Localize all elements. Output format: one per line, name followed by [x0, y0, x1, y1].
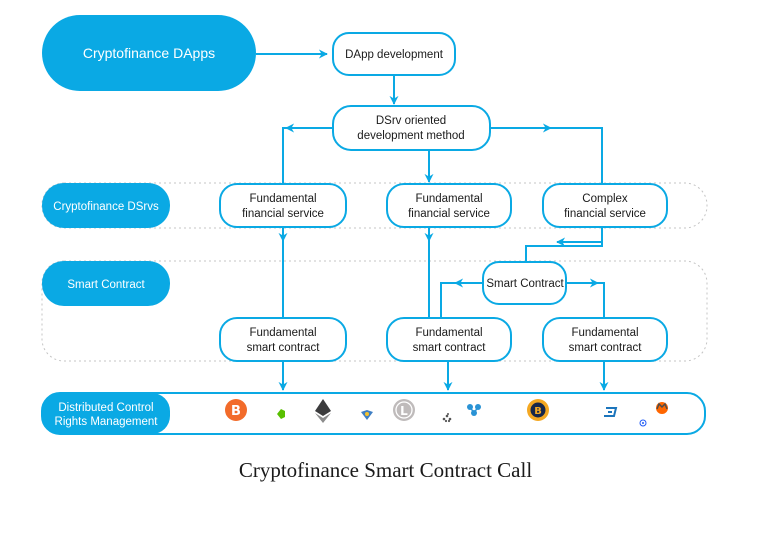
node-fundamental-sc-2-line1: Fundamental	[415, 327, 482, 339]
bitcoin-gold-icon: B	[527, 399, 549, 421]
node-fundamental-sc-1-line2: smart contract	[247, 342, 321, 354]
line-complex-to-smart-contract	[525, 227, 603, 262]
svg-text:B: B	[534, 406, 542, 417]
node-smart-contract: Smart Contract	[482, 261, 567, 305]
node-fundamental-fs-2-line1: Fundamental	[415, 193, 482, 205]
node-fundamental-sc-3-line2: smart contract	[569, 342, 643, 354]
bitcoin-icon: B	[225, 399, 247, 421]
ripple-icon	[467, 404, 481, 416]
litecoin-icon: L	[393, 399, 415, 421]
node-fundamental-fs-1: Fundamental financial service	[219, 183, 347, 228]
lane-label-dcrm-line1: Distributed Control	[58, 402, 153, 414]
svg-text:B: B	[231, 404, 241, 419]
line-method-to-complex	[490, 127, 603, 184]
iota-icon	[442, 413, 452, 423]
node-fundamental-sc-1: Fundamental smart contract	[219, 317, 347, 362]
svg-text:L: L	[400, 404, 408, 418]
waves-icon	[639, 419, 647, 427]
node-dapp-development: DApp development	[332, 32, 456, 76]
line-smart-contract-to-sc3	[566, 282, 605, 318]
lane-label-dcrm: Distributed Control Rights Management	[42, 393, 170, 434]
lane-label-smart-contract: Smart Contract	[42, 261, 170, 306]
node-complex-fs-line1: Complex	[582, 193, 628, 205]
neo-icon	[277, 409, 285, 419]
line-method-to-fs1	[282, 127, 333, 184]
node-dsrv-method-line1: DSrv oriented	[376, 115, 446, 127]
lane-smart-contract-region	[41, 260, 708, 362]
node-fundamental-sc-1-line1: Fundamental	[249, 327, 316, 339]
node-cryptofinance-dapps: Cryptofinance DApps	[42, 15, 256, 91]
node-dsrv-method: DSrv oriented development method	[332, 105, 491, 151]
node-fundamental-fs-1-line2: financial service	[242, 208, 324, 220]
lane-label-dsrvs: Cryptofinance DSrvs	[42, 183, 170, 228]
node-dsrv-method-line2: development method	[357, 130, 464, 142]
dash-icon	[604, 407, 618, 417]
lane-label-dcrm-line2: Rights Management	[55, 416, 159, 428]
node-smart-contract-label: Smart Contract	[486, 278, 564, 290]
ethereum-icon	[315, 399, 331, 423]
node-cryptofinance-dapps-label: Cryptofinance DApps	[83, 45, 215, 61]
node-fundamental-sc-3-line1: Fundamental	[571, 327, 638, 339]
bancor-icon	[361, 410, 373, 420]
figure-caption: Cryptofinance Smart Contract Call	[238, 458, 533, 482]
line-smart-contract-to-sc2	[440, 282, 483, 318]
lane-label-smart-contract-text: Smart Contract	[67, 279, 145, 291]
node-fundamental-fs-2-line2: financial service	[408, 208, 490, 220]
node-fundamental-sc-3: Fundamental smart contract	[542, 317, 668, 362]
monero-icon	[656, 402, 668, 414]
node-complex-fs-line2: financial service	[564, 208, 646, 220]
node-fundamental-sc-2-line2: smart contract	[413, 342, 487, 354]
node-fundamental-sc-2: Fundamental smart contract	[386, 317, 512, 362]
node-dapp-development-label: DApp development	[345, 49, 444, 61]
lane-label-dsrvs-text: Cryptofinance DSrvs	[53, 201, 159, 213]
node-fundamental-fs-1-line1: Fundamental	[249, 193, 316, 205]
node-complex-fs: Complex financial service	[542, 183, 668, 228]
node-fundamental-fs-2: Fundamental financial service	[386, 183, 512, 228]
